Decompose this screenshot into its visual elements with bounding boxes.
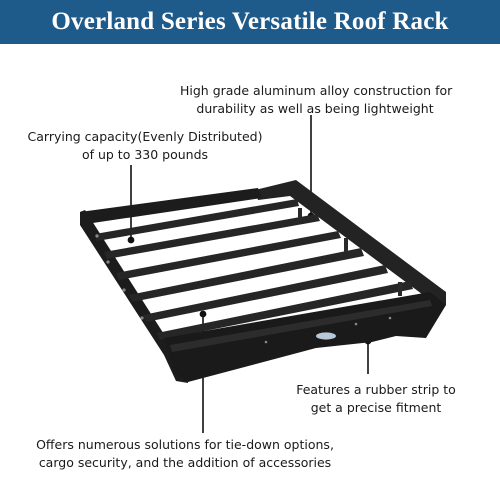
page-title: Overland Series Versatile Roof Rack bbox=[51, 8, 449, 35]
mount-foot-3 bbox=[398, 282, 402, 296]
crossbar-1 bbox=[95, 199, 299, 241]
callout-aluminum-construction: High grade aluminum alloy construction f… bbox=[180, 83, 453, 116]
crossbar-4 bbox=[129, 248, 364, 302]
rear-rail bbox=[80, 188, 262, 224]
callout-tie-down: Offers numerous solutions for tie-down o… bbox=[36, 437, 334, 470]
right-side-rail bbox=[255, 180, 446, 305]
mounting-feet bbox=[298, 208, 402, 296]
leader-dot-top-left bbox=[127, 236, 135, 244]
title-banner: Overland Series Versatile Roof Rack bbox=[0, 0, 500, 44]
roof-rack bbox=[80, 180, 446, 383]
leader-dot-bottom bbox=[199, 310, 207, 318]
callout-carrying-capacity: Carrying capacity(Evenly Distributed) of… bbox=[27, 129, 263, 162]
crossbar-5 bbox=[143, 265, 388, 322]
crossbar-3 bbox=[116, 231, 341, 280]
crossbar-2 bbox=[104, 214, 320, 259]
mount-foot-1 bbox=[298, 208, 302, 220]
mount-foot-2 bbox=[344, 238, 348, 252]
crossbars bbox=[95, 199, 413, 340]
rivets bbox=[95, 234, 392, 344]
fairing-edge bbox=[170, 300, 432, 352]
crossbar-6 bbox=[157, 281, 413, 340]
callout-rubber-strip: Features a rubber strip to get a precise… bbox=[296, 382, 456, 415]
logo-badge bbox=[316, 332, 336, 340]
